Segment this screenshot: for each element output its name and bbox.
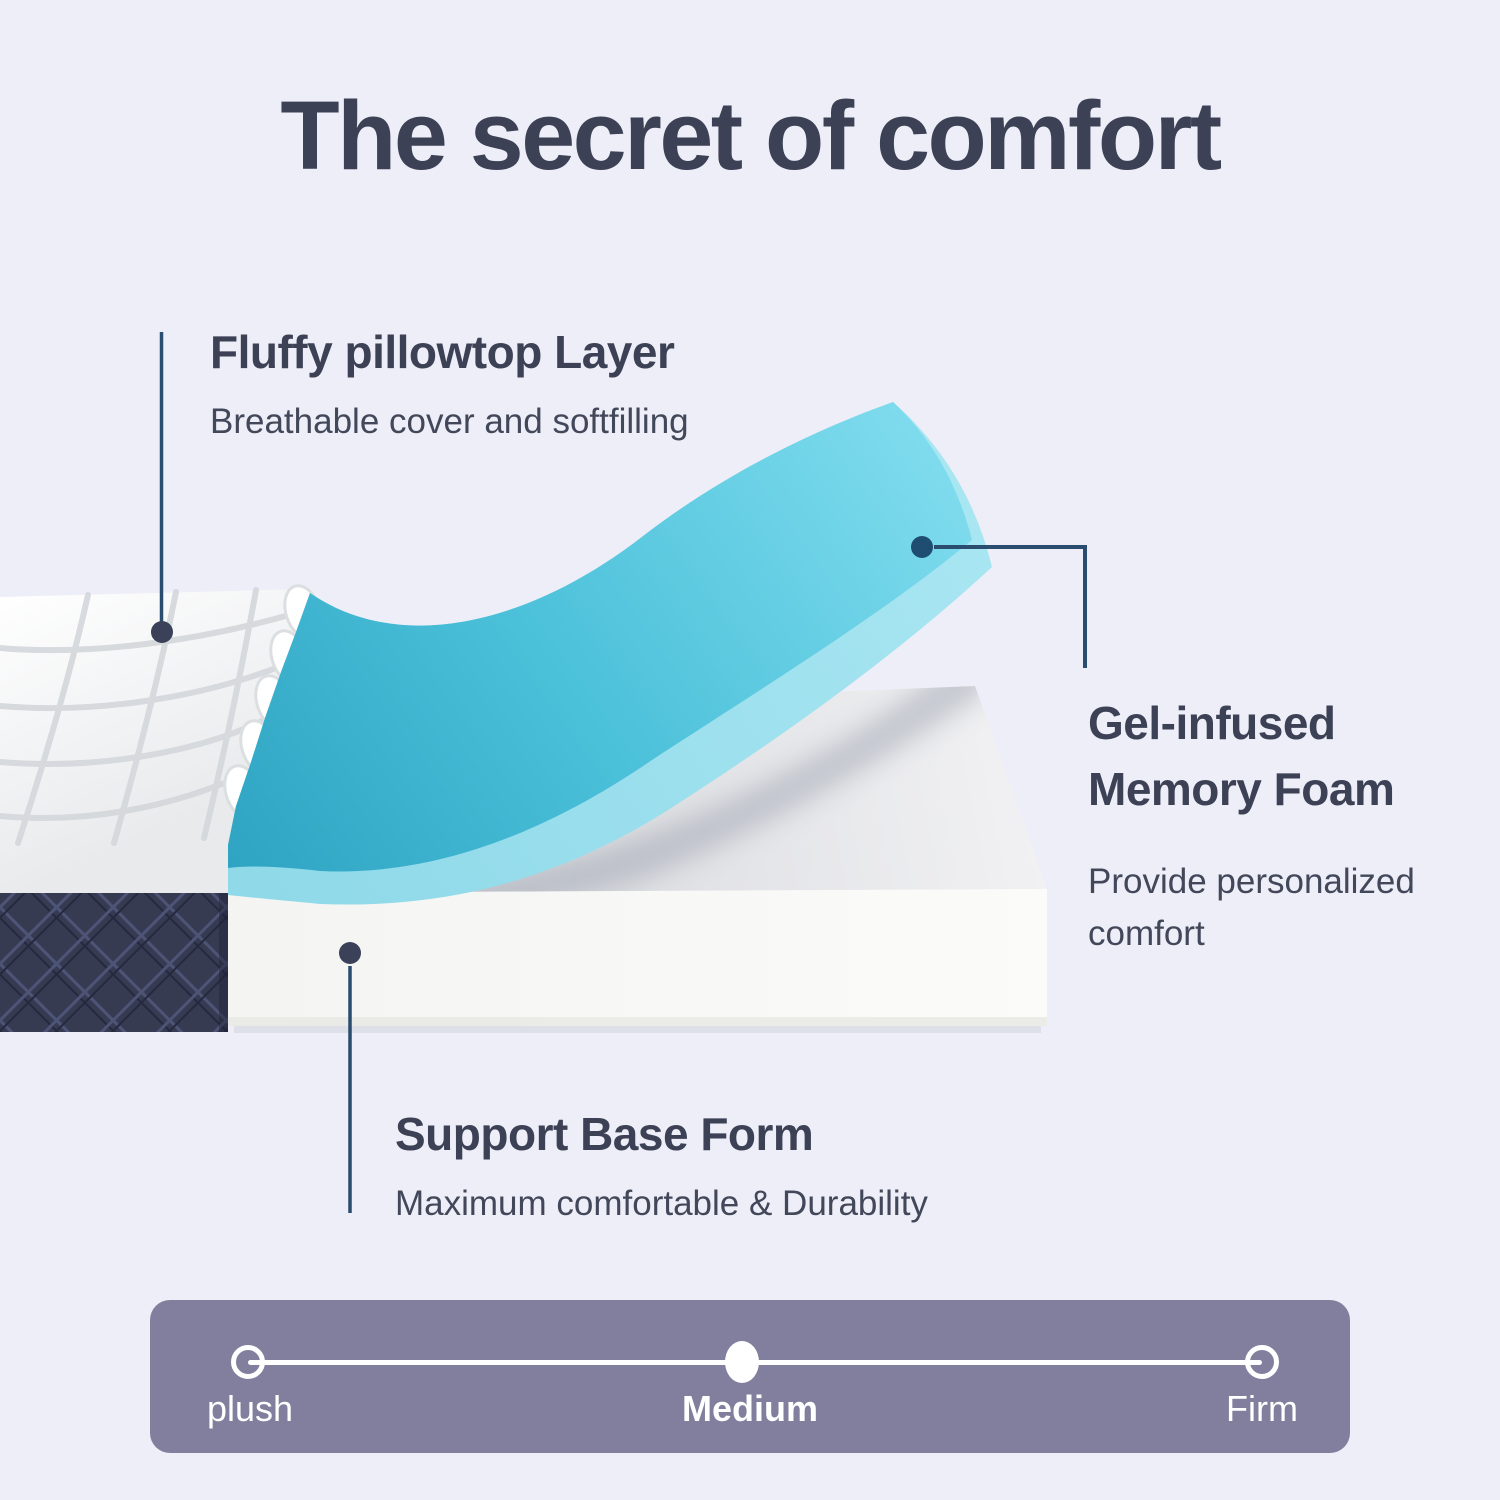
- annotation-leaders: [151, 332, 1087, 1213]
- quilt-seams: [0, 587, 299, 846]
- memory-foam-title-line2: Memory Foam: [1088, 763, 1395, 815]
- firmness-label-plush: plush: [206, 1388, 294, 1429]
- support-base-label-title: Support Base Form: [395, 1108, 814, 1160]
- firmness-label-firm: Firm: [1226, 1388, 1298, 1429]
- memory-foam-leader-line: [934, 545, 1087, 668]
- support-base-annotation-dot: [339, 942, 361, 964]
- pillowtop-label-subtitle: Breathable cover and softfilling: [210, 402, 689, 441]
- firmness-handle-medium[interactable]: [725, 1341, 759, 1383]
- memory-foam-subtitle-line1: Provide personalized: [1088, 862, 1415, 901]
- page-title: The secret of comfort: [280, 81, 1222, 190]
- memory-foam-top-surface: [228, 402, 972, 872]
- base-bottom-edge: [228, 1017, 1047, 1026]
- support-base-label-subtitle: Maximum comfortable & Durability: [395, 1184, 928, 1223]
- firmness-panel: plush Medium Firm: [150, 1300, 1350, 1453]
- memory-foam-label-title: Gel-infused Memory Foam: [1088, 690, 1395, 822]
- memory-foam-shadow: [300, 686, 985, 893]
- firmness-stop-firm[interactable]: [1245, 1345, 1279, 1379]
- memory-foam-subtitle-line2: comfort: [1088, 914, 1205, 953]
- pillowtop-label-title: Fluffy pillowtop Layer: [210, 326, 675, 378]
- memory-foam-annotation-dot: [911, 536, 933, 558]
- pillowtop-annotation-dot: [151, 621, 173, 643]
- memory-foam-title-line1: Gel-infused: [1088, 697, 1336, 749]
- memory-foam-layer-graphic: [228, 402, 992, 905]
- base-ground-shadow: [234, 1026, 1041, 1033]
- base-front-face: [228, 889, 1047, 1026]
- firmness-label-medium: Medium: [681, 1388, 818, 1429]
- memory-foam-label-subtitle: Provide personalized comfort: [1088, 856, 1415, 960]
- firmness-stop-plush[interactable]: [231, 1345, 265, 1379]
